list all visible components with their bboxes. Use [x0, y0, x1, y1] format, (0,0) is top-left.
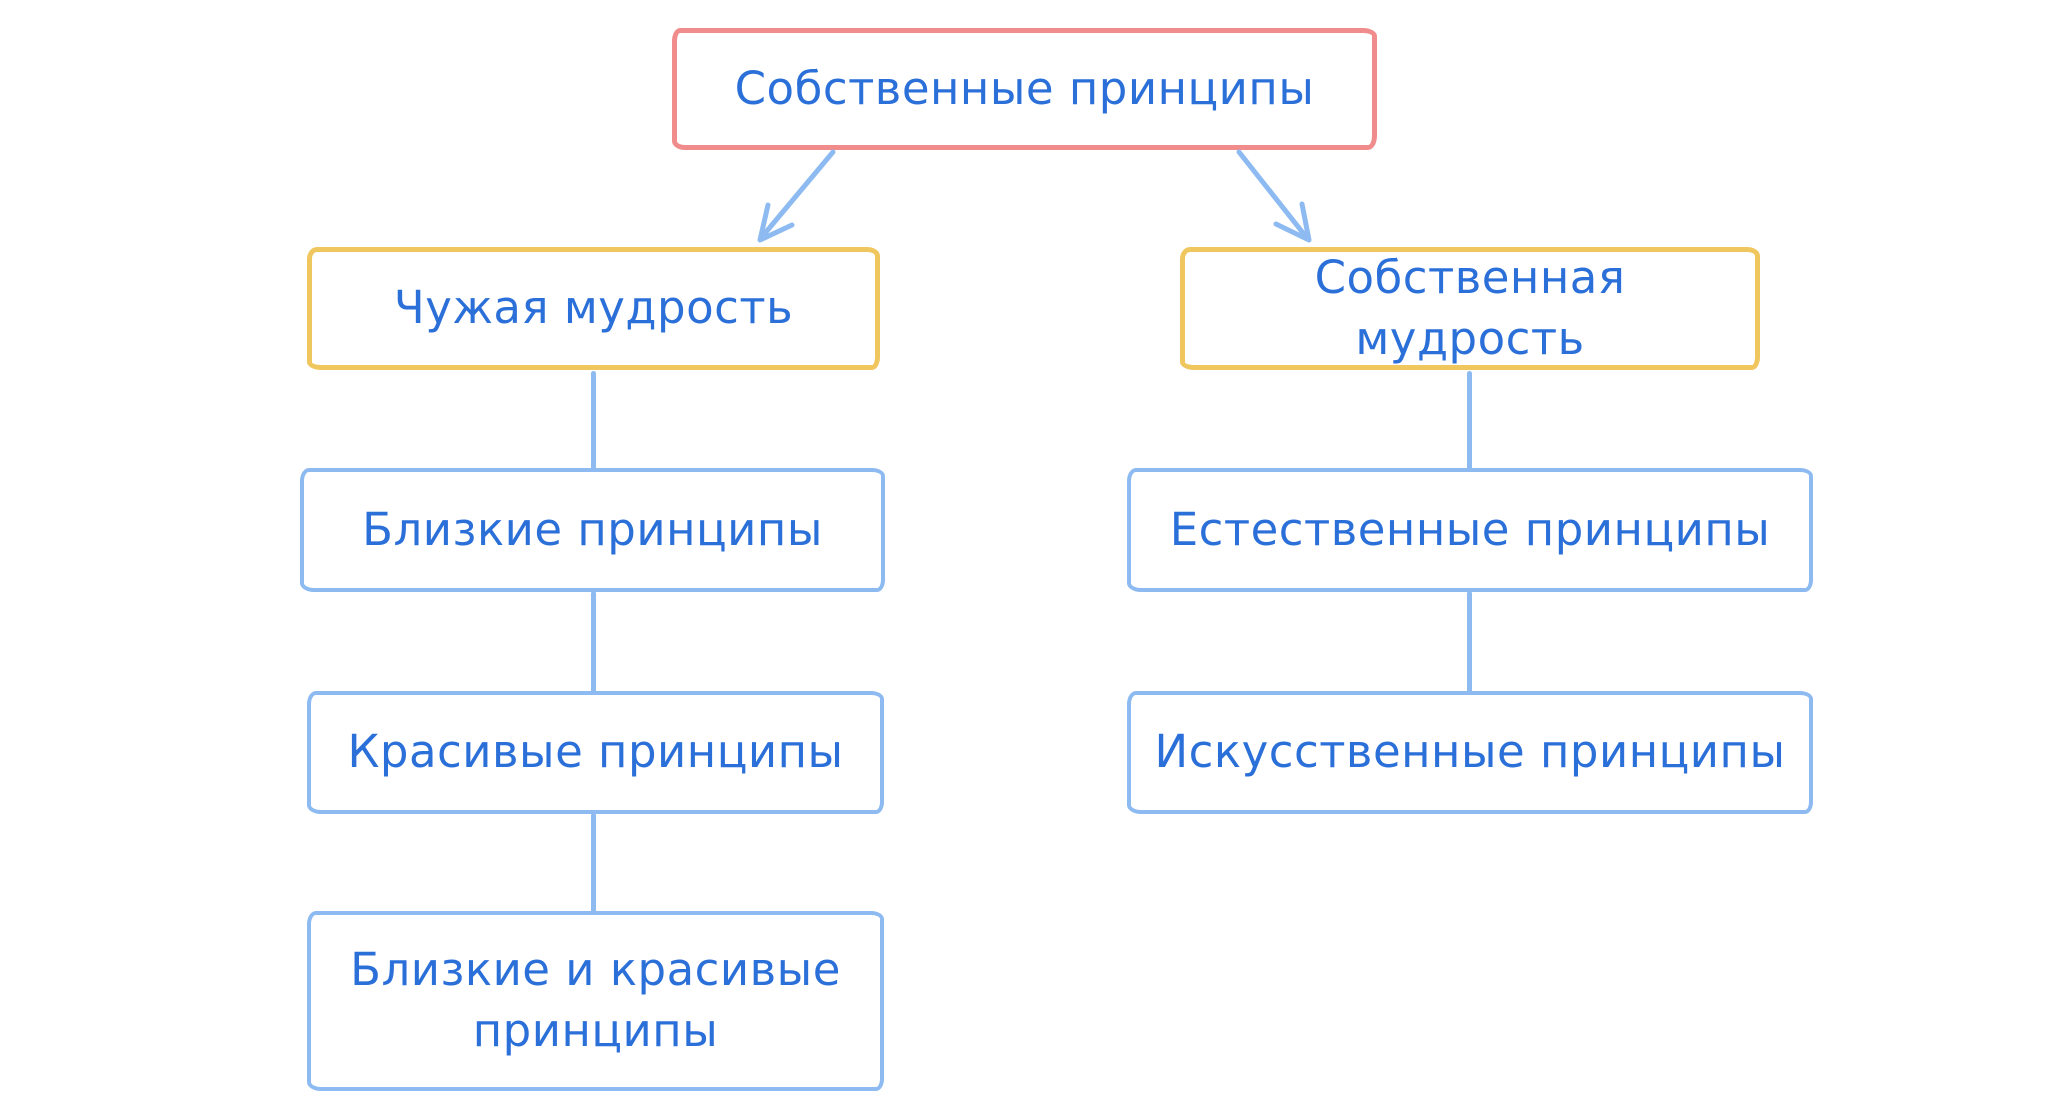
node-sobstvennye-principy: Собственные принципы — [672, 28, 1377, 150]
node-label: Собственные принципы — [734, 61, 1315, 115]
node-sobstvennaya-mudrost: Собственная мудрость — [1180, 247, 1760, 370]
connector-line — [591, 371, 596, 470]
node-label: Искусственные принципы — [1154, 725, 1786, 779]
connector-line — [591, 813, 596, 913]
node-krasivye-principy: Красивые принципы — [307, 691, 884, 814]
connector-line — [591, 591, 596, 693]
node-label: Близкие принципы — [362, 502, 823, 556]
arrow-shaft — [1236, 149, 1310, 241]
node-label: Близкие и красивые принципы — [350, 943, 841, 1057]
node-iskusstvennye-principy: Искусственные принципы — [1127, 691, 1813, 814]
node-chuzhaya-mudrost: Чужая мудрость — [307, 247, 880, 370]
connector-line — [1467, 371, 1472, 470]
arrow-head — [1273, 201, 1312, 243]
node-blizkie-i-krasivye-principy: Близкие и красивые принципы — [307, 911, 884, 1091]
arrow-shaft — [758, 149, 836, 241]
node-label: Собственная мудрость — [1314, 250, 1626, 365]
node-label: Красивые принципы — [347, 725, 844, 779]
node-estestvennye-principy: Естественные принципы — [1127, 468, 1813, 592]
down-left-arrow — [757, 149, 836, 243]
node-label: Естественные принципы — [1169, 502, 1771, 556]
down-right-arrow — [1236, 149, 1312, 243]
arrow-head — [757, 202, 795, 243]
node-label: Чужая мудрость — [393, 281, 794, 335]
node-blizkie-principy: Близкие принципы — [300, 468, 885, 592]
connector-line — [1467, 591, 1472, 693]
